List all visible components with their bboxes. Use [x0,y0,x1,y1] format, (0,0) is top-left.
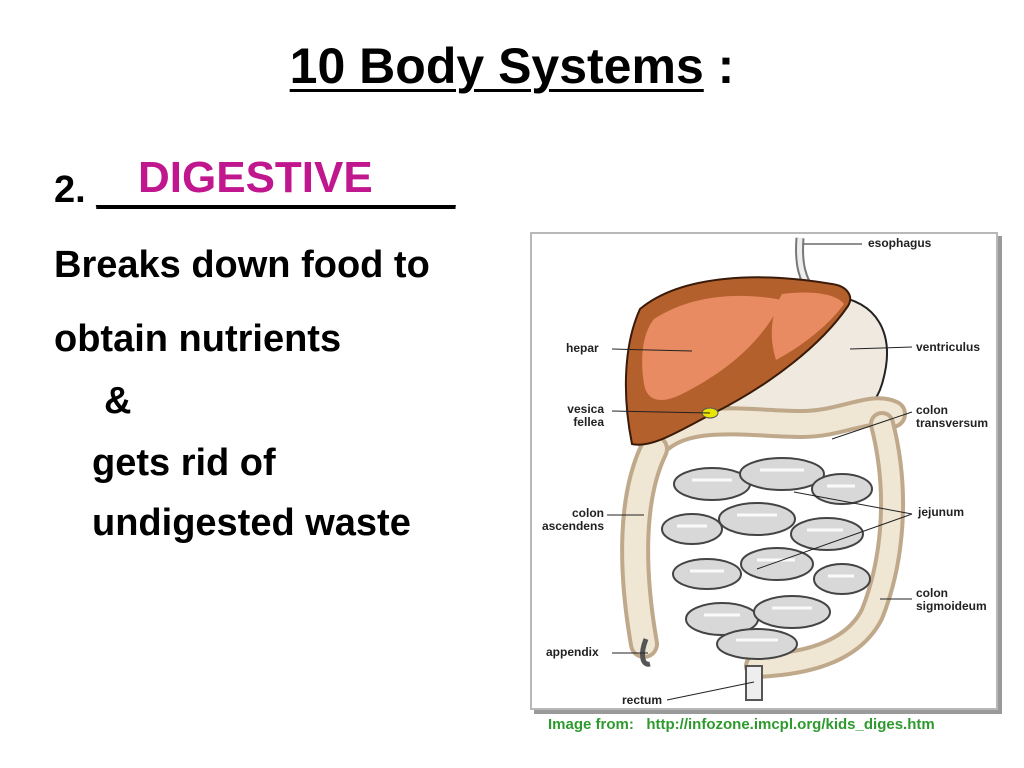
description-line-1: Breaks down food to [54,244,430,286]
label-ventriculus: ventriculus [916,340,981,354]
label-colon-ascendens-line2: ascendens [541,519,604,533]
label-colon-transversum-line1: colon [916,403,948,417]
label-vesica-line2: fellea [573,415,604,429]
appendix-shape [640,638,651,667]
label-appendix: appendix [546,645,599,659]
label-colon-sigmoideum: colon sigmoideum [916,587,987,613]
answer-text: DIGESTIVE [138,153,373,202]
label-colon-ascendens-line1: colon [572,506,604,520]
image-credit: Image from: http://infozone.imcpl.org/ki… [548,716,935,733]
title-text: 10 Body Systems [289,38,704,94]
label-vesica-line1: vesica [567,402,604,416]
label-colon-sigmoideum-line1: colon [916,586,948,600]
label-rectum: rectum [622,693,663,707]
credit-url-link[interactable]: http://infozone.imcpl.org/kids_diges.htm [646,716,935,733]
title-colon: : [703,38,735,94]
credit-prefix: Image from: [548,716,647,733]
description-line-4: undigested waste [92,502,411,544]
answer-blank: _________________ [96,169,456,211]
label-colon-transversum-line2: transversum [916,416,989,430]
description-line-2: obtain nutrients [54,318,342,360]
item-number-line: 2. _________________ [54,166,456,214]
label-colon-ascendens: colon ascendens [532,507,604,533]
label-colon-transversum: colon transversum [916,404,988,430]
label-esophagus: esophagus [868,236,932,250]
small-intestine-shape [661,457,873,660]
slide-title: 10 Body Systems : [0,32,1024,100]
liver-highlight [642,295,782,400]
rectum-shape [745,665,763,701]
label-hepar: hepar [566,341,599,355]
description-ampersand: & [104,380,132,422]
item-number: 2. [54,169,97,211]
digestive-illustration [607,237,913,701]
digestive-system-diagram: esophagus hepar ventriculus vesica felle… [530,232,998,710]
label-vesica-fellea: vesica fellea [552,403,604,429]
label-jejunum: jejunum [918,505,965,519]
leader-lines [607,243,913,701]
description-line-3: gets rid of [92,442,276,484]
label-colon-sigmoideum-line2: sigmoideum [916,599,987,613]
